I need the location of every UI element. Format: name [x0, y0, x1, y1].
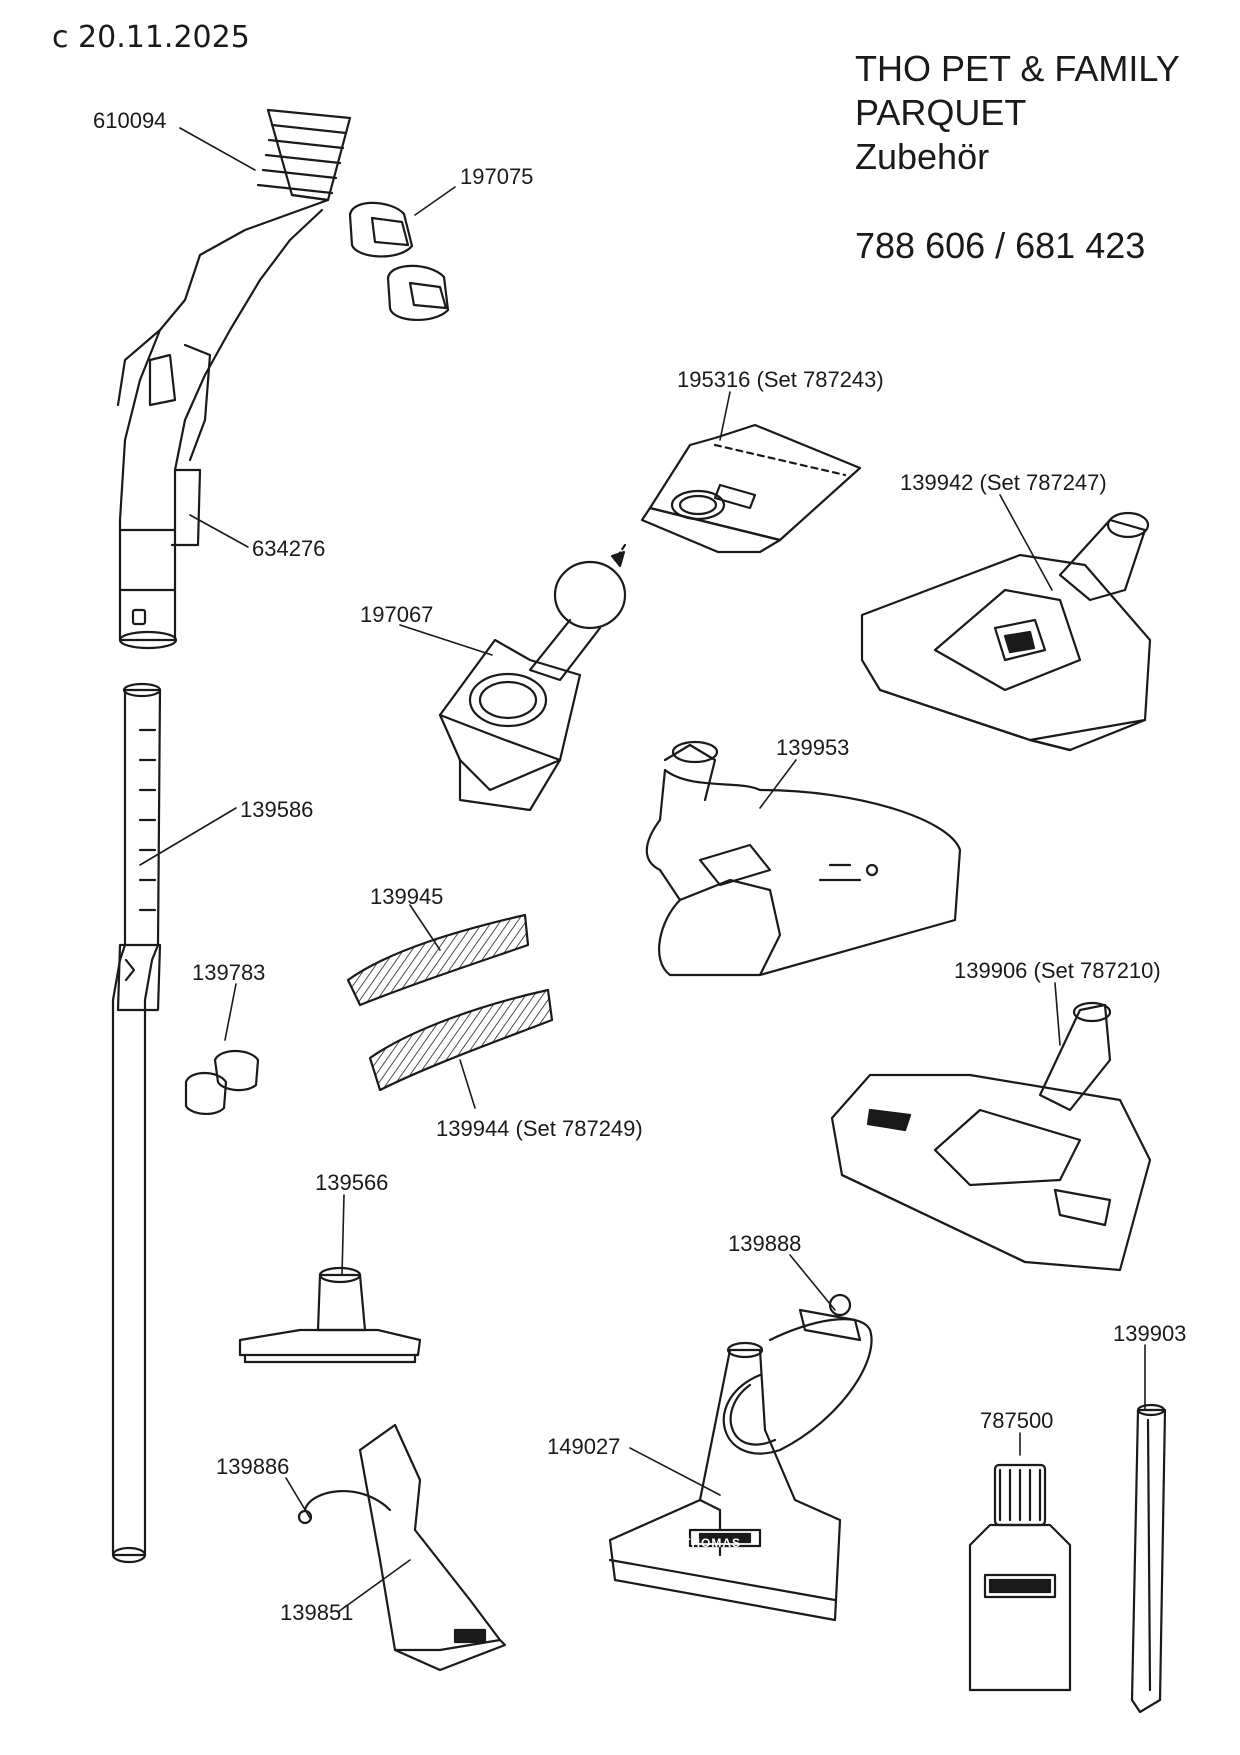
brand-logo: THOMAS	[683, 1536, 741, 1550]
bottle-787500	[968, 1463, 1072, 1692]
callout-149027: 149027	[547, 1434, 621, 1459]
upholstery-nozzle-139566	[238, 1266, 422, 1364]
handle-hose-610094	[116, 108, 352, 650]
callout-139586: 139586	[240, 797, 314, 822]
crevice-tool-139903	[1130, 1403, 1167, 1714]
callout-197075: 197075	[460, 164, 534, 189]
turbo-nozzle-139953	[645, 740, 962, 977]
hand-nozzle-139851	[358, 1423, 507, 1672]
bag-holder-197067	[438, 560, 627, 812]
callout-139888: 139888	[728, 1231, 802, 1256]
callout-610094: 610094	[93, 108, 167, 133]
spray-nozzle-149027	[608, 1341, 842, 1622]
callout-787500: 787500	[980, 1408, 1054, 1433]
callout-139945: 139945	[370, 884, 444, 909]
product-part-numbers: 788 606 / 681 423	[855, 225, 1146, 266]
floor-nozzle-139942	[860, 511, 1152, 752]
revision-date: c 20.11.2025	[52, 20, 250, 55]
clips-197075	[348, 201, 450, 322]
callout-139783: 139783	[192, 960, 266, 985]
dust-bag-195316	[610, 423, 862, 568]
callout-139942: 139942 (Set 787247)	[900, 470, 1107, 495]
callout-139953: 139953	[776, 735, 850, 760]
callout-197067: 197067	[360, 602, 434, 627]
leader-lines	[139, 127, 1146, 1613]
hose-139886	[297, 1489, 392, 1525]
callout-139906: 139906 (Set 787210)	[954, 958, 1161, 983]
callout-634276: 634276	[252, 536, 326, 561]
product-title-line-1: THO PET & FAMILY	[855, 48, 1180, 89]
callout-139903: 139903	[1113, 1321, 1187, 1346]
spray-hose-139888	[722, 1293, 873, 1455]
clips-139783	[184, 1049, 260, 1115]
callout-139886: 139886	[216, 1454, 290, 1479]
product-title-line-2: PARQUET	[855, 92, 1027, 133]
callout-195316: 195316 (Set 787243)	[677, 367, 884, 392]
telescopic-tube-139586	[111, 682, 162, 1564]
combination-nozzle-139906	[830, 1001, 1152, 1272]
callout-139851: 139851	[280, 1600, 354, 1625]
callout-139566: 139566	[315, 1170, 389, 1195]
callout-139944: 139944 (Set 787249)	[436, 1116, 643, 1141]
cloth-pads-139945-139944	[346, 913, 554, 1092]
product-title-line-3: Zubehör	[855, 136, 990, 177]
